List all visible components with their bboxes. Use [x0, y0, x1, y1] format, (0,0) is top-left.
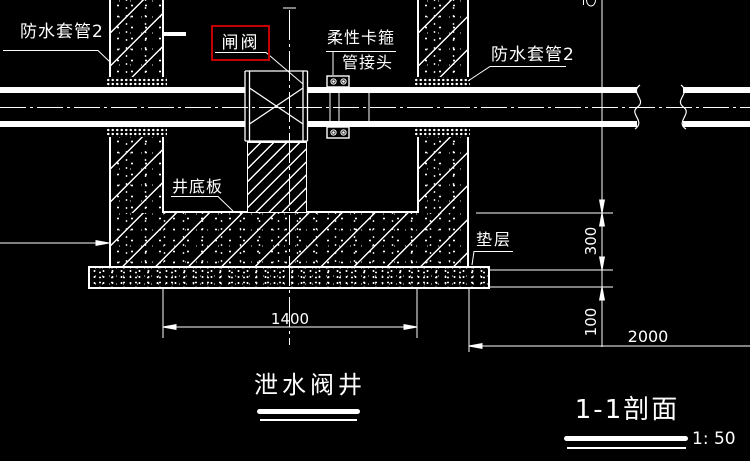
section-title-underline-thick: [564, 436, 688, 441]
section-title: 1-1剖面: [574, 395, 680, 425]
right-wall-outer-face-lower: [467, 136, 469, 267]
leader-clamp: [326, 51, 396, 75]
pipe-top-wall-left: [0, 87, 245, 93]
cushion-label: 垫层: [476, 230, 513, 249]
right-wall-inner-face-lower: [417, 136, 419, 213]
leader-sleeve-left: [3, 50, 112, 64]
sleeve-seal-right-bottom: [414, 127, 470, 137]
dimension-chain-right: [476, 0, 613, 347]
dim-100-text: 100: [582, 307, 600, 337]
sleeve-seal-left-top: [106, 77, 167, 87]
leader-sleeve-right: [467, 66, 566, 82]
dim-1400-text: 1400: [270, 310, 310, 328]
pipe-top-wall-right: [683, 87, 750, 93]
section-title-underline-thin: [567, 447, 686, 449]
clamp-joint-symbol: [326, 75, 350, 139]
right-wall-upper-hatch: [419, 0, 468, 77]
bottom-slab-label: 井底板: [172, 177, 224, 196]
leader-cushion: [471, 251, 513, 266]
left-wall-lower-hatch: [111, 136, 163, 213]
gate-valve-symbol: [244, 70, 309, 142]
clamp-label-line2: 管接头: [342, 53, 394, 72]
scale-text: 1: 50: [692, 429, 736, 449]
sleeve-right-label: 防水套管2: [491, 45, 575, 65]
drawing-title-underline-thin: [260, 419, 357, 421]
leader-gate-valve: [215, 52, 304, 85]
left-wall-outer-face-lower: [109, 136, 111, 267]
pipe-bottom-wall-mid: [308, 121, 637, 127]
pipe-bottom-wall-right: [683, 121, 750, 127]
drawing-title-underline-thick: [257, 409, 360, 414]
dim-2000-text: 2000: [627, 327, 669, 346]
pipe-top-wall-mid: [308, 87, 637, 93]
gate-valve-label: 闸阀: [221, 33, 260, 53]
valve-pedestal-hatch: [247, 141, 307, 212]
pipe-bottom-wall-left: [0, 121, 245, 127]
left-wall-outer-face: [109, 0, 111, 77]
dimension-2000: [468, 287, 750, 352]
right-wall-inner-face: [417, 0, 419, 77]
dim-300-text: 300: [582, 226, 600, 256]
drawing-title: 泄水阀井: [254, 371, 366, 399]
dimension-arrow-left-wall: [0, 239, 110, 247]
dimension-1400: [162, 289, 418, 338]
left-wall-upper-hatch: [111, 0, 163, 77]
clamp-label-line1: 柔性卡箍: [327, 28, 396, 47]
ladder-rung: [163, 32, 186, 36]
sleeve-left-label: 防水套管2: [20, 22, 104, 42]
left-wall-inner-face-lower: [162, 136, 164, 213]
pipe-break-symbol: [634, 84, 687, 130]
right-wall-lower-hatch: [419, 136, 468, 213]
gate-valve-highlight-box: 闸阀: [211, 25, 270, 61]
sleeve-seal-right-top: [414, 77, 470, 87]
leader-bottom-slab: [171, 196, 234, 212]
right-wall-outer-face: [467, 0, 469, 77]
left-wall-inner-face: [162, 0, 164, 77]
well-floor-line: [163, 211, 418, 213]
sleeve-seal-left-bottom: [106, 127, 167, 137]
